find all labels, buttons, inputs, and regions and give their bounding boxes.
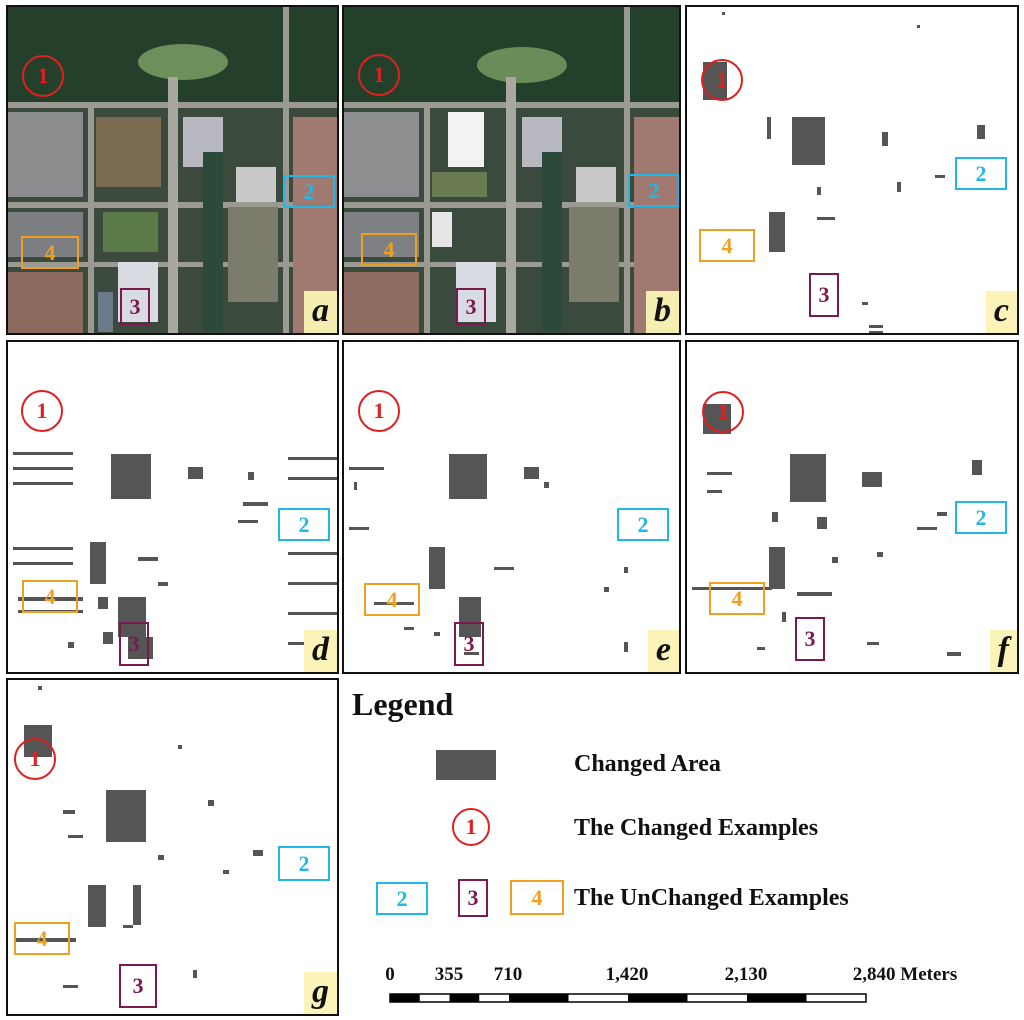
- legend-changed-marker: 1: [452, 808, 490, 846]
- legend-title: Legend: [352, 686, 454, 722]
- panel-label: g: [304, 972, 337, 1014]
- legend-changed-examples: The Changed Examples: [574, 815, 819, 841]
- marker-unchanged-example-3: 3: [795, 617, 825, 661]
- legend-changed-area: Changed Area: [574, 751, 721, 777]
- panel-label: f: [989, 630, 1017, 672]
- marker-unchanged-example-3: 3: [454, 622, 484, 666]
- marker-unchanged-example-2: 2: [617, 508, 669, 541]
- legend-unchanged-examples: The UnChanged Examples: [574, 885, 849, 911]
- panel-b: 1 2 3 4 b: [342, 5, 681, 335]
- marker-changed-example: 1: [702, 391, 744, 433]
- scale-bar-segment: [628, 994, 688, 1002]
- marker-changed-example: 1: [701, 59, 743, 101]
- legend-unchanged-marker-4: 4: [510, 880, 564, 915]
- panel-f: 1 2 3 4 f: [685, 340, 1019, 674]
- marker-unchanged-example-3: 3: [809, 273, 839, 317]
- marker-unchanged-example-4: 4: [364, 583, 420, 616]
- marker-changed-example: 1: [14, 738, 56, 780]
- marker-unchanged-example-2: 2: [955, 157, 1007, 190]
- marker-changed-example: 1: [22, 55, 64, 97]
- marker-unchanged-example-2: 2: [628, 174, 679, 207]
- marker-unchanged-example-2: 2: [278, 846, 330, 881]
- scale-bar-segment: [509, 994, 569, 1002]
- marker-unchanged-example-2: 2: [278, 508, 330, 541]
- scale-tick-2130: 2,130: [724, 964, 768, 985]
- change-map-e: [349, 454, 628, 655]
- scale-bar: [389, 993, 867, 1003]
- satellite-image-a: [8, 7, 337, 333]
- scale-tick-355: 355: [434, 964, 464, 985]
- panel-c: 1 2 3 4 c: [685, 5, 1019, 335]
- scale-tick-0: 0: [385, 964, 395, 985]
- marker-unchanged-example-3: 3: [120, 288, 150, 325]
- scale-bar-segment: [449, 994, 480, 1002]
- marker-unchanged-example-4: 4: [21, 236, 79, 269]
- changed-area-swatch: [436, 750, 496, 780]
- satellite-image-b: [344, 7, 679, 333]
- panel-label: a: [304, 291, 337, 333]
- legend-unchanged-marker-2: 2: [376, 882, 428, 915]
- marker-unchanged-example-4: 4: [22, 580, 78, 613]
- marker-unchanged-example-3: 3: [119, 964, 157, 1008]
- marker-unchanged-example-4: 4: [709, 582, 765, 615]
- panel-label: e: [647, 630, 679, 672]
- panel-g: 1 2 3 4 g: [6, 678, 339, 1016]
- marker-changed-example: 1: [358, 54, 400, 96]
- scale-tick-710: 710: [493, 964, 523, 985]
- scale-tick-1420: 1,420: [605, 964, 649, 985]
- legend-unchanged-marker-3: 3: [458, 879, 488, 917]
- panel-a: 1 2 3 4 a: [6, 5, 339, 335]
- panel-label: c: [985, 291, 1017, 333]
- change-map-f: [692, 404, 982, 656]
- panel-label: b: [646, 291, 679, 333]
- marker-changed-example: 1: [358, 390, 400, 432]
- marker-unchanged-example-4: 4: [699, 229, 755, 262]
- panel-e: 1 2 3 4 e: [342, 340, 681, 674]
- marker-unchanged-example-3: 3: [119, 622, 149, 666]
- scale-bar-segment: [747, 994, 807, 1002]
- panel-label: d: [304, 630, 337, 672]
- scale-bar-segment: [390, 994, 420, 1002]
- marker-unchanged-example-4: 4: [14, 922, 70, 955]
- scale-tick-2840: 2,840 Meters: [852, 964, 958, 985]
- panel-d: 1 2 3 4 d: [6, 340, 339, 674]
- marker-changed-example: 1: [21, 390, 63, 432]
- marker-unchanged-example-3: 3: [456, 288, 486, 325]
- marker-unchanged-example-2: 2: [283, 175, 335, 208]
- marker-unchanged-example-2: 2: [955, 501, 1007, 534]
- marker-unchanged-example-4: 4: [361, 233, 417, 266]
